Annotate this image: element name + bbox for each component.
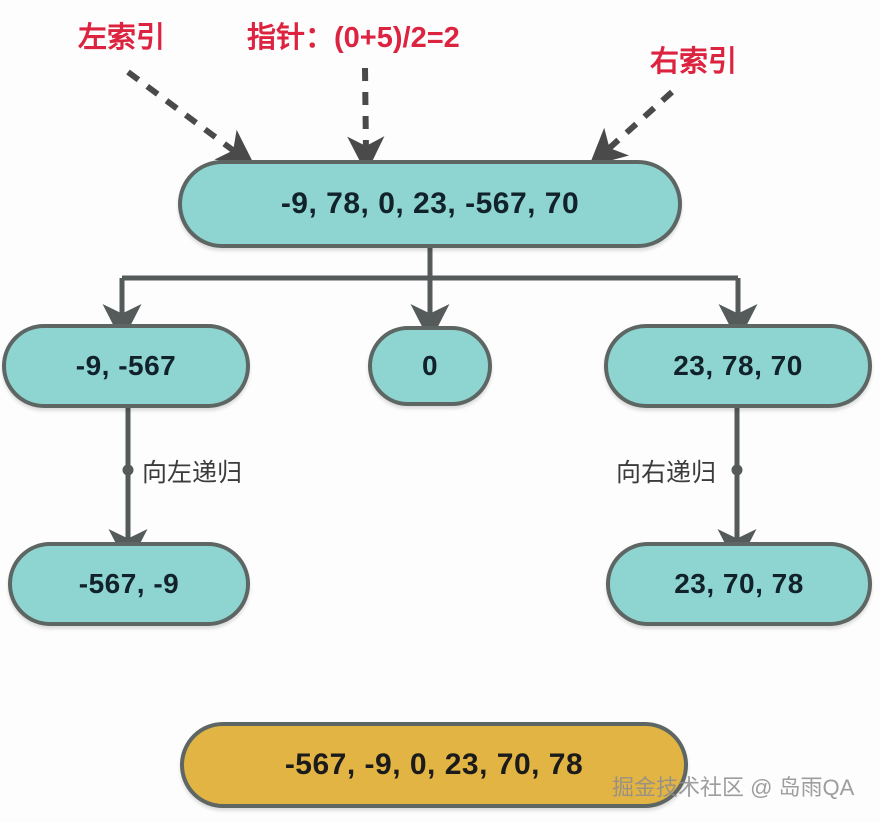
node-middle-part[interactable]: 0 xyxy=(368,326,492,406)
node-right-sorted[interactable]: 23, 70, 78 xyxy=(606,542,872,626)
node-right-part[interactable]: 23, 78, 70 xyxy=(604,324,872,408)
edge-label-recurse-right: 向右递归 xyxy=(616,459,717,487)
annotation-right-index: 右索引 xyxy=(650,46,738,78)
node-final-sorted[interactable]: -567, -9, 0, 23, 70, 78 xyxy=(180,722,688,808)
annotation-pivot: 指针：(0+5)/2=2 xyxy=(247,22,460,54)
node-left-part[interactable]: -9, -567 xyxy=(2,324,250,408)
dashed-arrow-pivot xyxy=(347,67,385,174)
connector-recurse-right xyxy=(717,406,757,567)
dashed-arrow-left-index xyxy=(126,69,256,167)
node-root[interactable]: -9, 78, 0, 23, -567, 70 xyxy=(178,160,682,248)
watermark: 掘金技术社区 @ 岛雨QA xyxy=(612,775,855,800)
node-left-sorted[interactable]: -567, -9 xyxy=(8,542,250,626)
annotation-left-index: 左索引 xyxy=(78,22,166,54)
edge-label-recurse-left: 向左递归 xyxy=(142,459,243,487)
connector-recurse-left xyxy=(108,406,148,567)
connector-root-split xyxy=(102,247,758,342)
dashed-arrow-right-index xyxy=(588,89,675,167)
